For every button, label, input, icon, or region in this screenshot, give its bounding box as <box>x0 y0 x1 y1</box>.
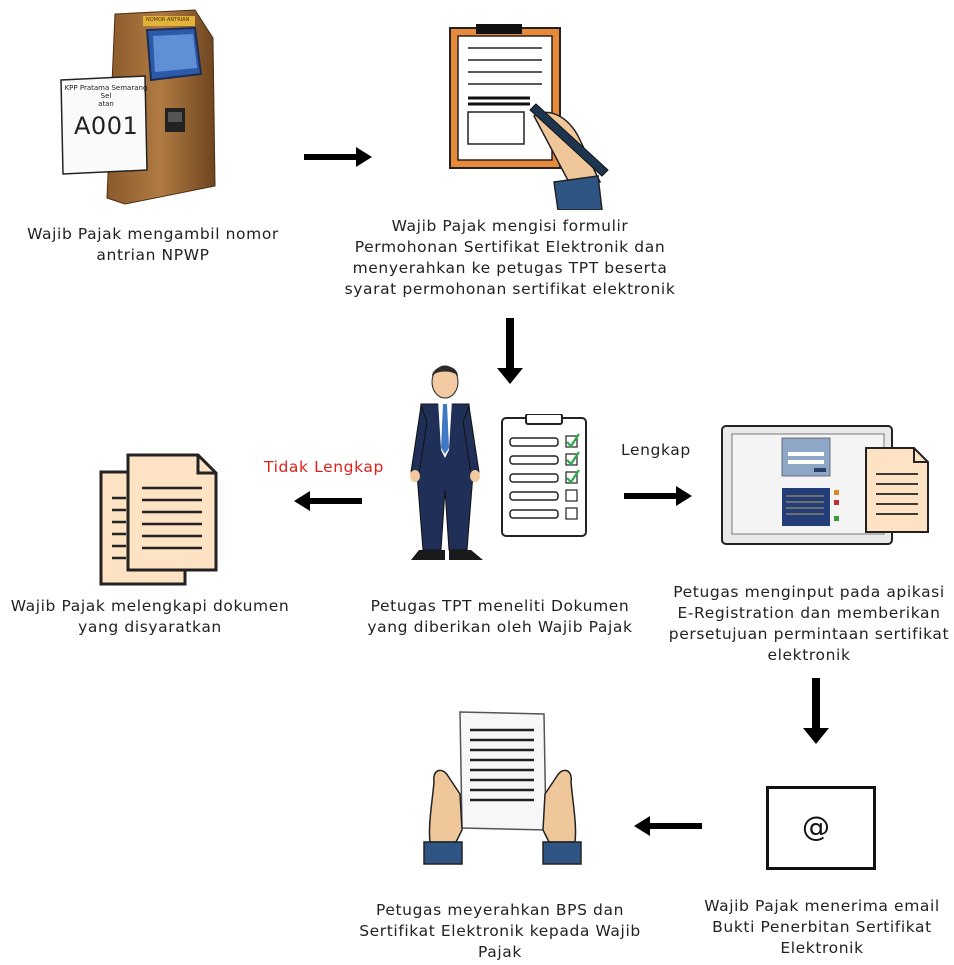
email-box <box>766 786 876 870</box>
arrow-down-2 <box>803 678 831 750</box>
hands-document-illustration <box>420 710 585 868</box>
arrow-down-1 <box>497 318 525 390</box>
documents-illustration <box>98 452 220 588</box>
queue-machine-illustration <box>55 8 220 208</box>
clipboard-form-illustration <box>440 20 620 211</box>
caption-email: Wajib Pajak menerima email Bukti Penerbi… <box>704 897 940 957</box>
caption-handover: Petugas meyerahkan BPS dan Sertifikat El… <box>359 901 641 961</box>
monitor-eregistration-illustration <box>720 424 932 548</box>
caption-input: Petugas menginput pada apikasi E-Registr… <box>668 583 950 664</box>
officer-illustration <box>405 362 495 567</box>
caption-check: Petugas TPT meneliti Dokumen yang diberi… <box>367 597 633 636</box>
arrow-left-incomplete <box>292 489 362 517</box>
branch-label-complete: Lengkap <box>621 441 691 459</box>
arrow-right-1 <box>304 145 374 173</box>
checklist-illustration <box>500 413 590 540</box>
caption-complete-docs: Wajib Pajak melengkapi dokumen yang disy… <box>10 597 290 636</box>
ticket-number: A001 <box>74 112 139 140</box>
email-at-symbol: @ <box>802 810 831 843</box>
caption-queue: Wajib Pajak mengambil nomor antrian NPWP <box>27 225 279 264</box>
caption-form: Wajib Pajak mengisi formulir Permohonan … <box>344 217 676 298</box>
arrow-left-2 <box>632 814 702 842</box>
queue-machine-label: NOMOR ANTRIAN <box>146 17 190 23</box>
arrow-right-complete <box>624 484 694 512</box>
ticket-office-text: KPP Pratama Semarang Sel atan <box>64 84 148 108</box>
branch-label-incomplete: Tidak Lengkap <box>264 458 384 476</box>
